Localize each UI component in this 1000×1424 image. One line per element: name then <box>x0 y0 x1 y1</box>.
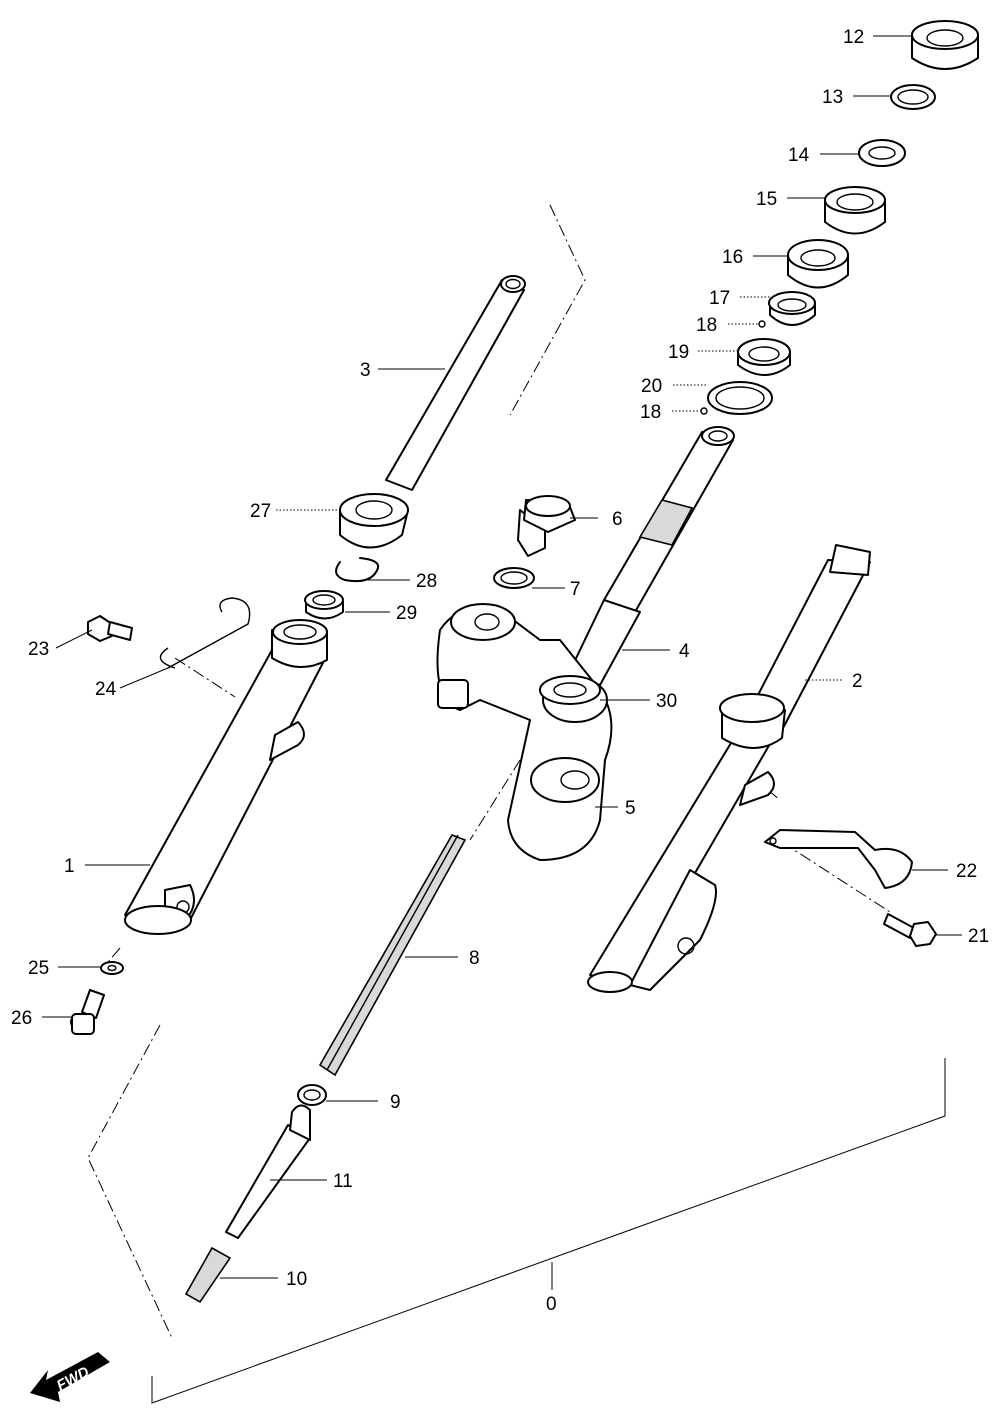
callout-2: 2 <box>852 671 863 692</box>
callout-13: 13 <box>822 87 843 108</box>
bearing-race-12 <box>911 20 979 70</box>
left-fork-boundary-line <box>87 1024 173 1339</box>
bearing-race-30 <box>539 675 601 705</box>
bolt-23 <box>87 615 133 642</box>
callout-22: 22 <box>956 861 977 882</box>
callout-23: 23 <box>28 639 49 660</box>
callout-18-upper: 18 <box>696 315 717 336</box>
callout-27: 27 <box>250 501 271 522</box>
callout-17: 17 <box>709 288 730 309</box>
bearing-race-17 <box>768 291 816 326</box>
dust-seal-20 <box>707 381 773 415</box>
washer-13 <box>890 84 936 110</box>
bearing-cone-16 <box>787 239 849 289</box>
bushing-29 <box>304 590 344 620</box>
bolt-21 <box>883 913 937 947</box>
bearing-race-19 <box>737 338 791 376</box>
fork-tube-boundary-line <box>509 204 586 416</box>
callout-24: 24 <box>95 679 117 700</box>
callout-5: 5 <box>625 798 636 819</box>
callout-18-lower: 18 <box>640 402 661 423</box>
callout-6: 6 <box>612 509 623 530</box>
circlip-28 <box>335 557 380 583</box>
callout-3: 3 <box>360 360 371 381</box>
callout-20: 20 <box>641 376 662 397</box>
callout-9: 9 <box>390 1092 401 1113</box>
callout-15: 15 <box>756 189 777 210</box>
callout-1: 1 <box>64 856 75 877</box>
callout-28: 28 <box>416 571 437 592</box>
wire-clip-24 <box>159 597 251 669</box>
lock-washer-14 <box>858 139 906 167</box>
callout-25: 25 <box>28 958 49 979</box>
dust-seal-27 <box>339 493 409 549</box>
lock-nut-15 <box>824 186 886 235</box>
bolt-6 <box>517 495 576 557</box>
bolt-axis-line <box>107 947 121 963</box>
washer-25 <box>100 961 124 975</box>
left-fork-leg-1 <box>124 619 328 935</box>
callout-29: 29 <box>396 603 417 624</box>
clip-guide-line <box>174 657 236 698</box>
callout-0: 0 <box>546 1294 557 1315</box>
callout-12: 12 <box>843 27 864 48</box>
callout-30: 30 <box>656 691 677 712</box>
socket-bolt-26 <box>70 989 105 1035</box>
spring-8 <box>318 834 467 1077</box>
callout-8: 8 <box>469 948 480 969</box>
bracket-22 <box>764 829 913 889</box>
callout-11: 11 <box>333 1171 353 1192</box>
leader-line-24 <box>119 667 169 689</box>
callout-21: 21 <box>968 926 989 947</box>
callout-19: 19 <box>668 342 689 363</box>
callout-26: 26 <box>11 1008 32 1029</box>
callout-4: 4 <box>679 641 690 662</box>
washer-7 <box>493 567 535 589</box>
leader-line-23 <box>55 629 93 649</box>
callout-16: 16 <box>722 247 743 268</box>
steel-ball-18-upper <box>758 320 766 328</box>
fork-tube-3 <box>385 275 526 491</box>
stem-spring-guide-line <box>469 759 521 841</box>
steel-ball-18-lower <box>700 407 708 415</box>
callout-7: 7 <box>570 579 581 600</box>
spring-10 <box>184 1246 232 1304</box>
right-fork-leg-2 <box>587 544 871 993</box>
callout-10: 10 <box>286 1269 307 1290</box>
damper-rod-11 <box>225 1104 311 1239</box>
o-ring-9 <box>297 1084 327 1106</box>
assembly-bracket-line <box>151 1058 946 1404</box>
fwd-arrow-icon <box>30 1352 110 1402</box>
callout-14: 14 <box>788 145 810 166</box>
steering-stem-4 <box>567 426 735 686</box>
